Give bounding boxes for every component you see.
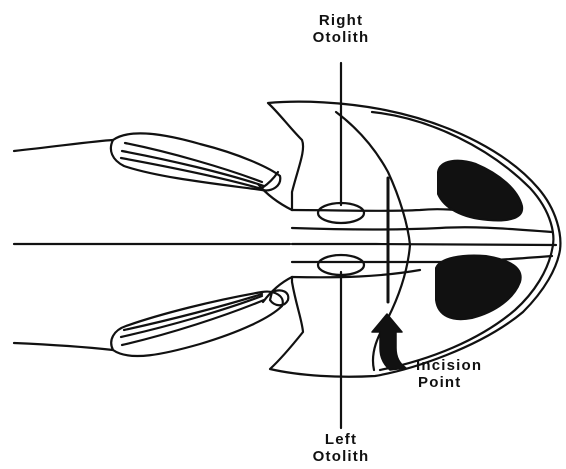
skull-outline	[268, 102, 560, 377]
left-otolith-label-line1: Left	[299, 431, 383, 448]
body-outline-lower	[14, 343, 113, 350]
midline-partition	[292, 244, 556, 245]
left-otolith-label-line2: Otolith	[299, 448, 383, 465]
lower-fin-base	[270, 290, 288, 305]
right-otolith-label-line1: Right	[299, 12, 383, 29]
lower-dark-cavity	[436, 256, 521, 320]
left-otolith-label: Left Otolith	[299, 431, 383, 465]
right-otolith-label: Right Otolith	[299, 12, 383, 46]
right-otolith-label-line2: Otolith	[299, 29, 383, 46]
incision-point-label-line1: Incision	[416, 357, 482, 374]
central-strip-upper	[292, 227, 552, 232]
incision-point-label: Incision Point	[416, 357, 482, 391]
incision-point-label-line2: Point	[416, 374, 482, 391]
upper-fin-base	[262, 172, 278, 188]
body-outline-upper	[14, 140, 113, 151]
